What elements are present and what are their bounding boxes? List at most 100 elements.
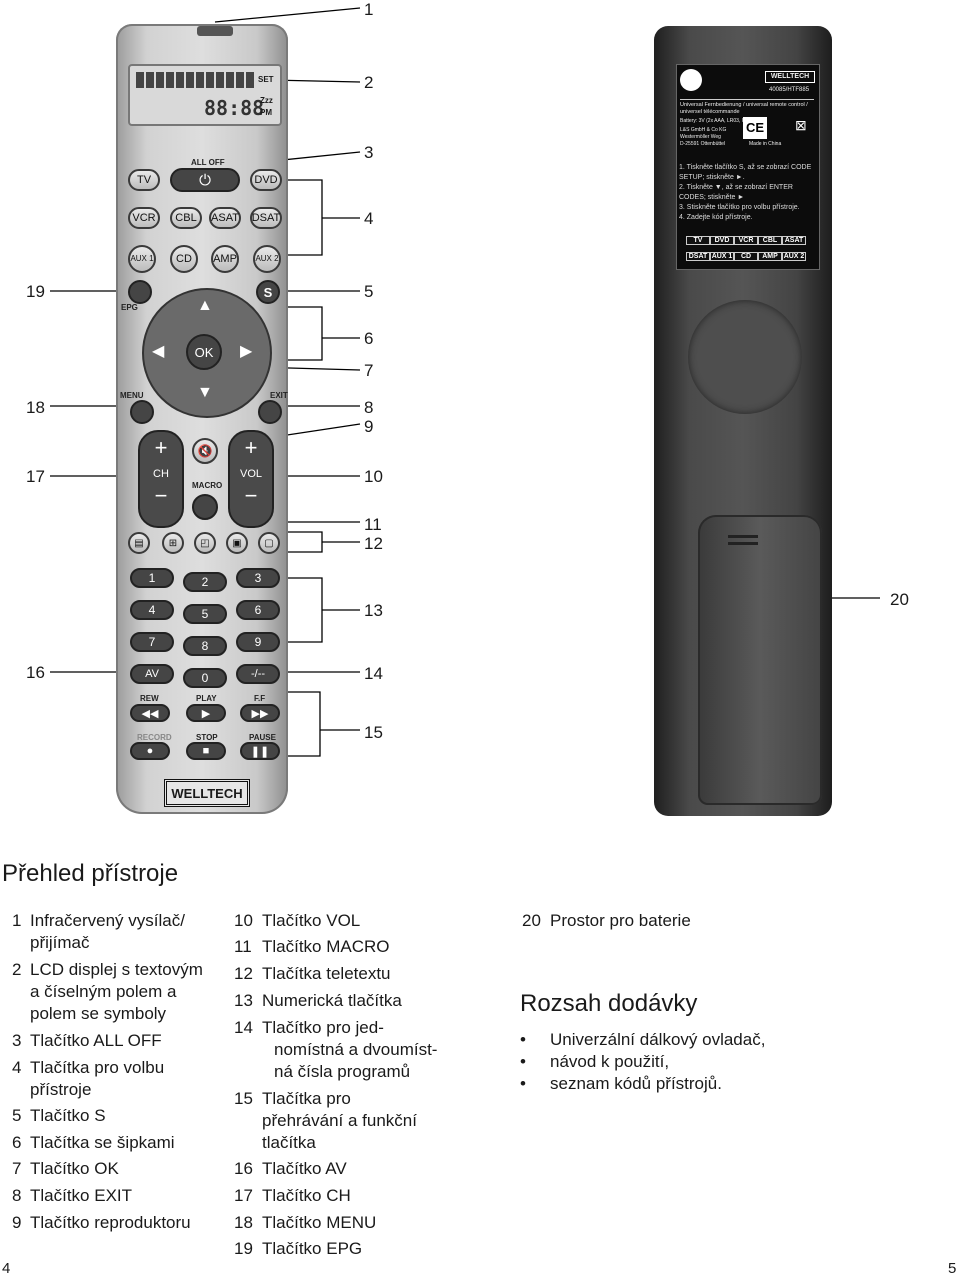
code-cell: AMP <box>758 252 782 261</box>
item-number: 16 <box>234 1159 253 1178</box>
teletext-button-3[interactable]: ◰ <box>194 532 216 554</box>
item-text: návod k použití, <box>550 1052 670 1071</box>
back-model: 40085/HTF885 <box>769 87 810 93</box>
mute-button[interactable]: 🔇 <box>192 438 218 464</box>
arrow-left-icon[interactable]: ◀ <box>152 343 165 360</box>
item-number: 2 <box>12 960 22 979</box>
teletext-button-1[interactable]: ▤ <box>128 532 150 554</box>
code-cell: AUX 2 <box>782 252 806 261</box>
vcr-button[interactable]: VCR <box>128 207 160 229</box>
dvd-button[interactable]: DVD <box>250 169 282 191</box>
setup-step-2: 2. Tiskněte ▼, až se zobrazí ENTER CODES… <box>679 184 793 201</box>
callout-19: 19 <box>26 282 45 301</box>
rew-button[interactable]: ◀◀ <box>130 704 170 722</box>
item-number: 14 <box>234 1018 253 1037</box>
num-9-button[interactable]: 9 <box>236 632 280 652</box>
ok-button[interactable]: OK <box>186 334 222 370</box>
code-cell: AUX 1 <box>710 252 734 261</box>
battery-compartment[interactable] <box>698 515 822 805</box>
power-icon: ⏻ <box>199 171 211 189</box>
epg-button[interactable] <box>128 280 152 304</box>
vol-rocker[interactable]: + VOL − <box>228 430 274 528</box>
menu-label: MENU <box>120 391 144 400</box>
setup-step-4: 4. Zadejte kód přístroje. <box>679 214 753 221</box>
back-street: Westermöller Weg <box>680 134 721 140</box>
callout-4: 4 <box>364 209 374 228</box>
item-text: Tlačítko MACRO <box>262 937 390 956</box>
teletext-button-5[interactable]: ▢ <box>258 532 280 554</box>
num-3-button[interactable]: 3 <box>236 568 280 588</box>
teletext-mix-icon: ⊞ <box>168 537 178 549</box>
item-text: Tlačítko MENU <box>262 1213 377 1232</box>
num-0-button[interactable]: 0 <box>183 668 227 688</box>
lcd-set-label: SET <box>258 75 274 84</box>
asat-button[interactable]: ASAT <box>209 207 241 229</box>
cbl-button[interactable]: CBL <box>170 207 202 229</box>
stop-button[interactable]: ■ <box>186 742 226 760</box>
callout-10: 10 <box>364 467 383 486</box>
exit-button[interactable] <box>258 400 282 424</box>
item-text: Prostor pro baterie <box>550 911 691 930</box>
av-button[interactable]: AV <box>130 664 174 684</box>
tv-mode-icon: ▢ <box>264 537 274 549</box>
tv-button[interactable]: TV <box>128 169 160 191</box>
arrow-right-icon[interactable]: ▶ <box>240 343 253 360</box>
num-6-button[interactable]: 6 <box>236 600 280 620</box>
callout-17: 17 <box>26 467 45 486</box>
vol-label: VOL <box>239 468 262 480</box>
num-5-button[interactable]: 5 <box>183 604 227 624</box>
delivery-title: Rozsah dodávky <box>520 990 698 1017</box>
num-1-button[interactable]: 1 <box>130 568 174 588</box>
all-off-button[interactable]: ⏻ <box>170 168 240 192</box>
weee-bin-icon: ⊠ <box>795 117 807 133</box>
ff-label: F.F <box>254 694 266 703</box>
callout-6: 6 <box>364 329 374 348</box>
aux1-button[interactable]: AUX 1 <box>128 245 156 273</box>
dsat-button[interactable]: DSAT <box>250 207 282 229</box>
arrow-up-icon[interactable]: ▲ <box>197 297 213 314</box>
overview-title: Přehled přístroje <box>2 860 179 887</box>
battery-grip <box>728 542 758 545</box>
back-city: D-25591 Ottenbüttel <box>680 141 726 147</box>
back-label: WELLTECH 40085/HTF885 Universal Fernbedi… <box>676 64 820 270</box>
ff-button[interactable]: ▶▶ <box>240 704 280 722</box>
callout-8: 8 <box>364 398 374 417</box>
item-text: Tlačítko pro jed- <box>262 1018 384 1037</box>
item-text: přijímač <box>30 933 90 952</box>
item-text: Tlačítka pro volbu <box>30 1058 165 1077</box>
item-number: 3 <box>12 1031 22 1050</box>
s-button[interactable]: S <box>256 280 280 304</box>
callout-7: 7 <box>364 361 374 380</box>
record-icon: ● <box>146 745 154 757</box>
back-circle-recess <box>688 300 802 414</box>
arrow-down-icon[interactable]: ▼ <box>197 384 213 401</box>
ch-rocker[interactable]: + CH − <box>138 430 184 528</box>
num-8-button[interactable]: 8 <box>183 636 227 656</box>
play-label: PLAY <box>196 694 217 703</box>
record-button[interactable]: ● <box>130 742 170 760</box>
play-icon: ▶ <box>201 707 211 720</box>
num-2-button[interactable]: 2 <box>183 572 227 592</box>
macro-button[interactable] <box>192 494 218 520</box>
item-text: polem se symboly <box>30 1004 167 1023</box>
teletext-button-4[interactable]: ▣ <box>226 532 248 554</box>
num-7-button[interactable]: 7 <box>130 632 174 652</box>
amp-button[interactable]: AMP <box>211 245 239 273</box>
item-number: 15 <box>234 1089 253 1108</box>
num-4-button[interactable]: 4 <box>130 600 174 620</box>
exit-label: EXIT <box>270 391 288 400</box>
setup-step-1: 1. Tiskněte tlačítko S, až se zobrazí CO… <box>679 164 812 181</box>
pause-button[interactable]: ❚❚ <box>240 742 280 760</box>
ir-transmitter <box>197 26 233 36</box>
menu-button[interactable] <box>130 400 154 424</box>
play-button[interactable]: ▶ <box>186 704 226 722</box>
teletext-button-2[interactable]: ⊞ <box>162 532 184 554</box>
all-off-label: ALL OFF <box>191 158 225 167</box>
item-text: seznam kódů přístrojů. <box>550 1074 722 1093</box>
item-text: Univerzální dálkový ovladač, <box>550 1030 766 1049</box>
aux2-button[interactable]: AUX 2 <box>253 245 281 273</box>
item-number: 11 <box>234 937 252 956</box>
cd-button[interactable]: CD <box>170 245 198 273</box>
program-digit-button[interactable]: -/-- <box>236 664 280 684</box>
